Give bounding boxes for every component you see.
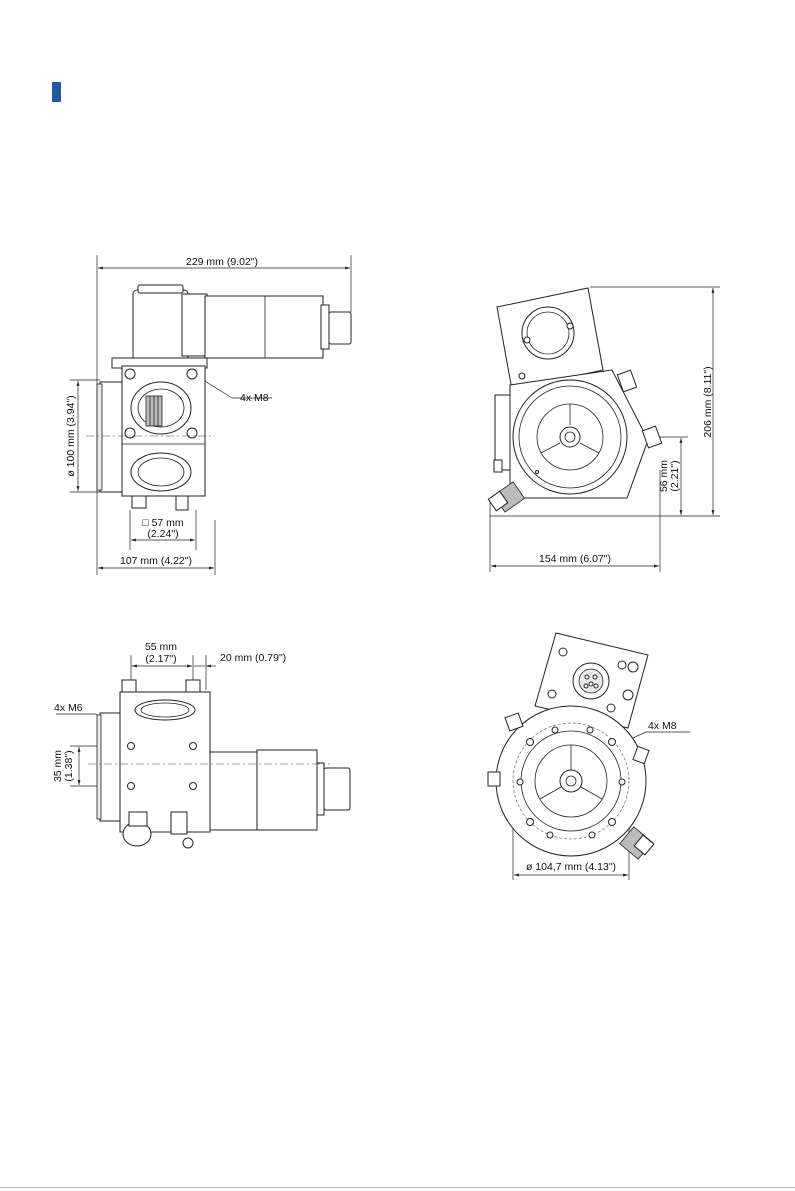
thread-label-m8: 4x M8: [240, 392, 269, 404]
thread-label-m6: 4x M6: [54, 702, 83, 714]
base-length-label: 107 mm (4.22"): [120, 555, 192, 567]
rear-view-drawing: 4x M8 ø 104,7 mm (4.13"): [488, 633, 690, 880]
page-footer-rule: [0, 1187, 795, 1188]
offset-label-in: (2.21"): [669, 460, 681, 491]
diameter-label: ø 100 mm (3.94"): [65, 395, 77, 476]
edge-offset-label: 20 mm (0.79"): [220, 652, 286, 664]
vertical-spacing-label-in: (1.38"): [63, 750, 75, 781]
overall-height-label: 206 mm (8.11"): [702, 366, 714, 437]
top-view-drawing: 55 mm (2.17") 20 mm (0.79") 4x M6 35 mm …: [52, 641, 350, 848]
spacing-label-in: (2.17"): [145, 653, 176, 665]
side-view-drawing: 229 mm (9.02") 4x M8 ø 100 mm (3.94") □ …: [65, 255, 351, 575]
thread-label-m8-rear: 4x M8: [648, 720, 677, 732]
bolt-circle-label: ø 104,7 mm (4.13"): [526, 861, 616, 873]
width-label: 154 mm (6.07"): [539, 553, 611, 565]
square-label-in: (2.24"): [147, 528, 178, 540]
front-view-drawing: 206 mm (8.11") 56 mm (2.21") 154 mm (6.0…: [488, 287, 720, 572]
spacing-label-mm: 55 mm: [145, 641, 177, 653]
overall-length-label: 229 mm (9.02"): [186, 256, 258, 268]
